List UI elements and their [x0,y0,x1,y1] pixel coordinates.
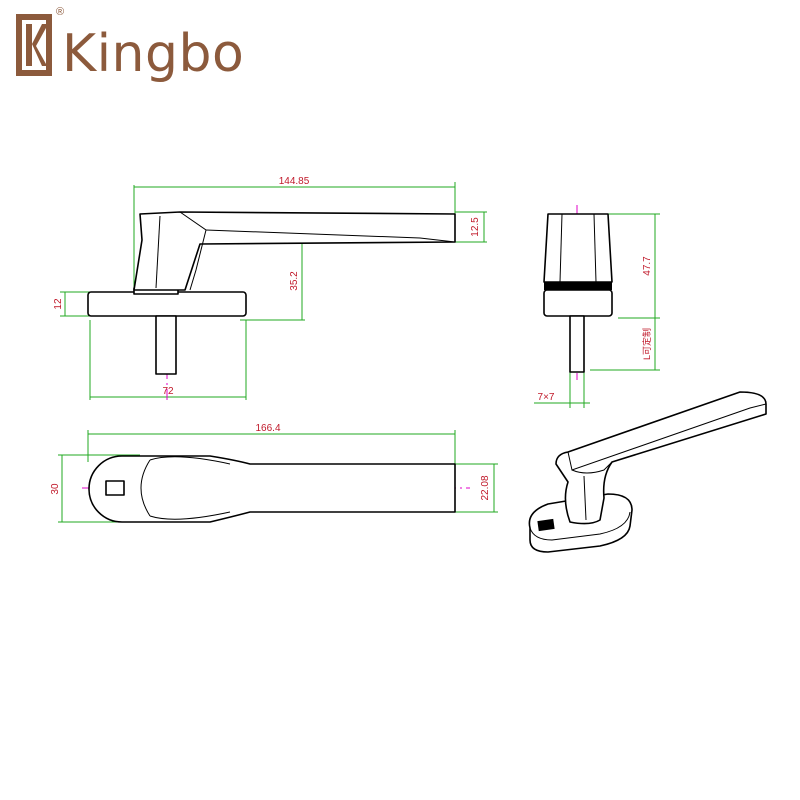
brand-name: Kingbo [62,24,245,84]
end-base [543,289,613,317]
kingbo-logo-mark [16,14,52,76]
dim-top-overall-length: 166.4 [255,423,280,434]
dim-lever-width: 22.08 [480,475,491,500]
dim-height: 35.2 [289,271,300,291]
top-logo-badge [105,480,125,496]
end-spindle [569,315,585,373]
kingbo-logo: Kingbo ® [14,6,245,90]
dim-spindle-size: 7×7 [538,392,555,403]
dim-overall-length: 144.85 [279,176,310,187]
perspective-view [528,391,767,553]
top-base-outline [88,455,456,523]
end-head [543,213,613,283]
perspective-lever [555,391,767,525]
dim-lever-thickness: 12.5 [470,217,481,237]
end-collar [544,282,612,290]
registered-mark: ® [56,6,65,18]
dim-base-length: 72 [162,386,174,397]
dim-spindle-length: L可定制 [641,328,652,360]
side-lever [133,211,456,291]
dim-head-height: 47.7 [642,256,653,276]
dim-base-width: 30 [50,483,61,495]
side-spindle [155,315,177,375]
side-base-plate [87,291,247,317]
top-view: 166.4 30 22.08 [50,423,498,523]
dim-base-height: 12 [53,298,64,310]
perspective-logo [537,518,555,532]
end-view: 47.7 L可定制 7×7 [534,205,660,408]
side-view: 144.85 12.5 35.2 12 72 [53,176,487,400]
